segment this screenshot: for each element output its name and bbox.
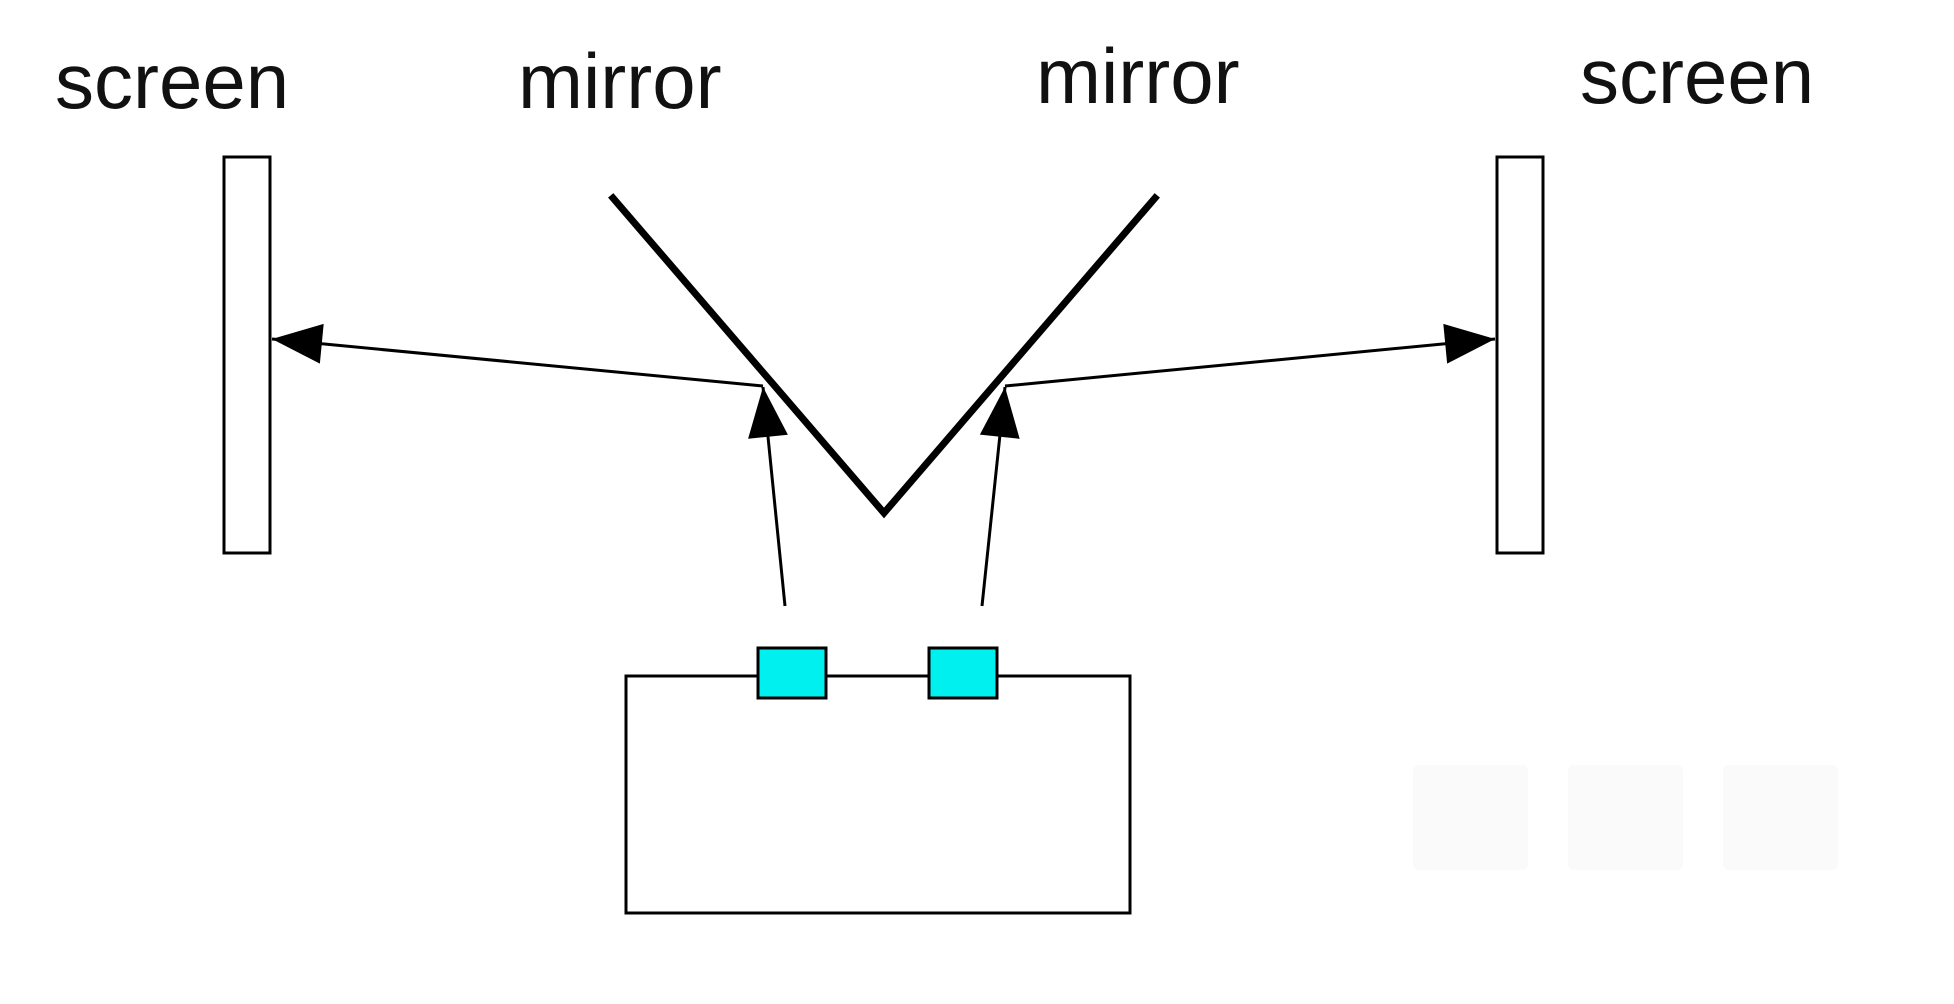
ray-left-mirror-to-screen xyxy=(271,323,764,388)
ray-source-to-right-mirror xyxy=(979,386,1020,607)
label-screen-right: screen xyxy=(1580,32,1814,120)
label-mirror-right: mirror xyxy=(1036,32,1240,120)
watermark xyxy=(1413,765,1838,870)
source-window-left xyxy=(756,646,828,700)
screen-left xyxy=(222,155,272,555)
label-screen-left: screen xyxy=(55,37,289,125)
ray-source-to-left-mirror xyxy=(748,386,788,607)
screen-right xyxy=(1495,155,1545,555)
source-box xyxy=(624,674,1132,915)
mirrors-v xyxy=(608,193,1160,519)
label-mirror-left: mirror xyxy=(518,37,722,125)
source-window-right xyxy=(927,646,999,700)
ray-right-mirror-to-screen xyxy=(1004,323,1496,388)
